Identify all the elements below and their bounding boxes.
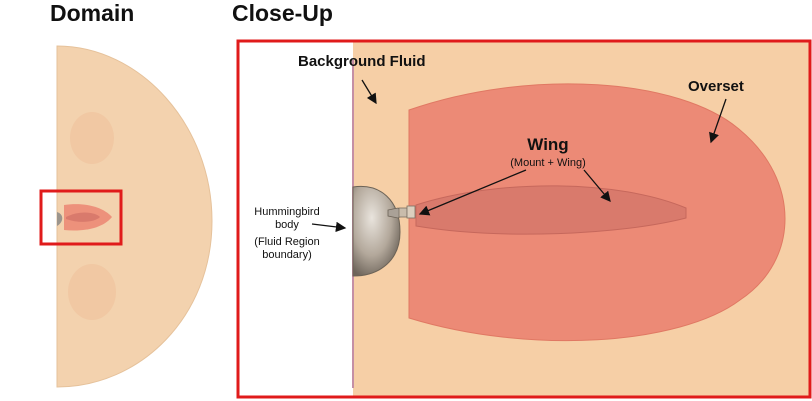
- closeup-title: Close-Up: [232, 0, 333, 26]
- body-label-line2: body: [275, 219, 299, 231]
- mount-segment-2: [406, 205, 416, 219]
- hummingbird-body: [352, 185, 401, 277]
- wing-sublabel: (Mount + Wing): [510, 157, 586, 169]
- body-label-line4: boundary): [262, 249, 312, 261]
- wing-arrow-mount: [418, 169, 527, 216]
- domain-shade-2: [68, 264, 116, 320]
- domain-body: [57, 212, 63, 226]
- wing-label: Wing: [527, 135, 568, 154]
- closeup-view: [238, 41, 810, 397]
- body-label-line1: Hummingbird: [254, 206, 319, 218]
- domain-selection-box: [39, 189, 123, 246]
- closeup-white-area: [238, 41, 353, 397]
- domain-shade-1: [70, 112, 114, 164]
- wing-arrow-wing: [583, 169, 611, 202]
- overset-label: Overset: [688, 78, 744, 95]
- mount-segment-1: [398, 207, 408, 218]
- background-fluid-arrow: [361, 79, 377, 105]
- background-fluid-label: Background Fluid: [298, 53, 426, 70]
- overset-arrow: [709, 98, 727, 144]
- body-label-line3: (Fluid Region: [254, 236, 319, 248]
- wing-shape: [415, 185, 687, 235]
- domain-view: [39, 45, 213, 388]
- domain-wing: [66, 212, 100, 222]
- domain-title: Domain: [50, 0, 135, 26]
- closeup-frame: [236, 39, 812, 399]
- body-arrow: [311, 221, 347, 233]
